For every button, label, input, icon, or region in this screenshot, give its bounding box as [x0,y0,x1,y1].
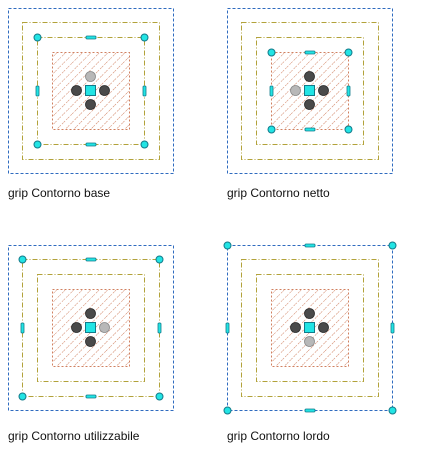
direction-dot-down [304,99,315,110]
corner-grip-3 [388,406,397,415]
center-grip [304,85,315,96]
center-grip [304,322,315,333]
direction-dot-up [304,71,315,82]
edge-grip-top [304,243,316,248]
corner-grip-1 [388,241,397,250]
panel-netto [227,8,393,174]
boundary-utilizzabile [241,259,379,397]
caption-base: grip Contorno base [8,186,111,200]
direction-dot-right [99,322,110,333]
direction-dot-left [290,322,301,333]
corner-grip-0 [18,255,27,264]
boundary-base [256,274,364,382]
edge-grip-bottom [304,408,316,413]
corner-grip-1 [140,33,149,42]
edge-grip-right [390,322,395,334]
corner-grip-0 [223,241,232,250]
edge-grip-left [35,85,40,97]
direction-dot-up [304,308,315,319]
edge-grip-bottom [85,142,97,147]
boundary-lordo [8,8,174,174]
corner-grip-3 [140,140,149,149]
edge-grip-bottom [85,394,97,399]
direction-dot-down [85,99,96,110]
direction-dot-up [85,71,96,82]
corner-grip-2 [33,140,42,149]
caption-netto: grip Contorno netto [227,186,330,200]
direction-dot-down [85,336,96,347]
corner-grip-3 [344,125,353,134]
boundary-base [256,37,364,145]
panel-lordo [223,241,397,415]
center-grip [85,85,96,96]
direction-dot-down [304,336,315,347]
corner-grip-1 [344,48,353,57]
caption-lordo: grip Contorno lordo [227,429,330,443]
corner-grip-2 [267,125,276,134]
corner-grip-2 [18,392,27,401]
boundary-base [37,274,145,382]
panel-utilizzabile [8,245,174,411]
edge-grip-left [225,322,230,334]
direction-dot-right [318,322,329,333]
boundary-utilizzabile [241,22,379,160]
corner-grip-0 [33,33,42,42]
edge-grip-right [157,322,162,334]
boundary-lordo [8,245,174,411]
direction-dot-right [99,85,110,96]
panel-base [8,8,174,174]
corner-grip-1 [155,255,164,264]
direction-dot-left [290,85,301,96]
edge-grip-right [346,85,351,97]
edge-grip-bottom [304,127,316,132]
edge-grip-top [304,50,316,55]
direction-dot-right [318,85,329,96]
boundary-utilizzabile [22,22,160,160]
direction-dot-left [71,322,82,333]
edge-grip-right [142,85,147,97]
corner-grip-3 [155,392,164,401]
edge-grip-top [85,257,97,262]
center-grip [85,322,96,333]
direction-dot-left [71,85,82,96]
corner-grip-0 [267,48,276,57]
edge-grip-left [269,85,274,97]
boundary-lordo [227,8,393,174]
edge-grip-left [20,322,25,334]
direction-dot-up [85,308,96,319]
corner-grip-2 [223,406,232,415]
edge-grip-top [85,35,97,40]
caption-utilizzabile: grip Contorno utilizzabile [8,429,140,443]
